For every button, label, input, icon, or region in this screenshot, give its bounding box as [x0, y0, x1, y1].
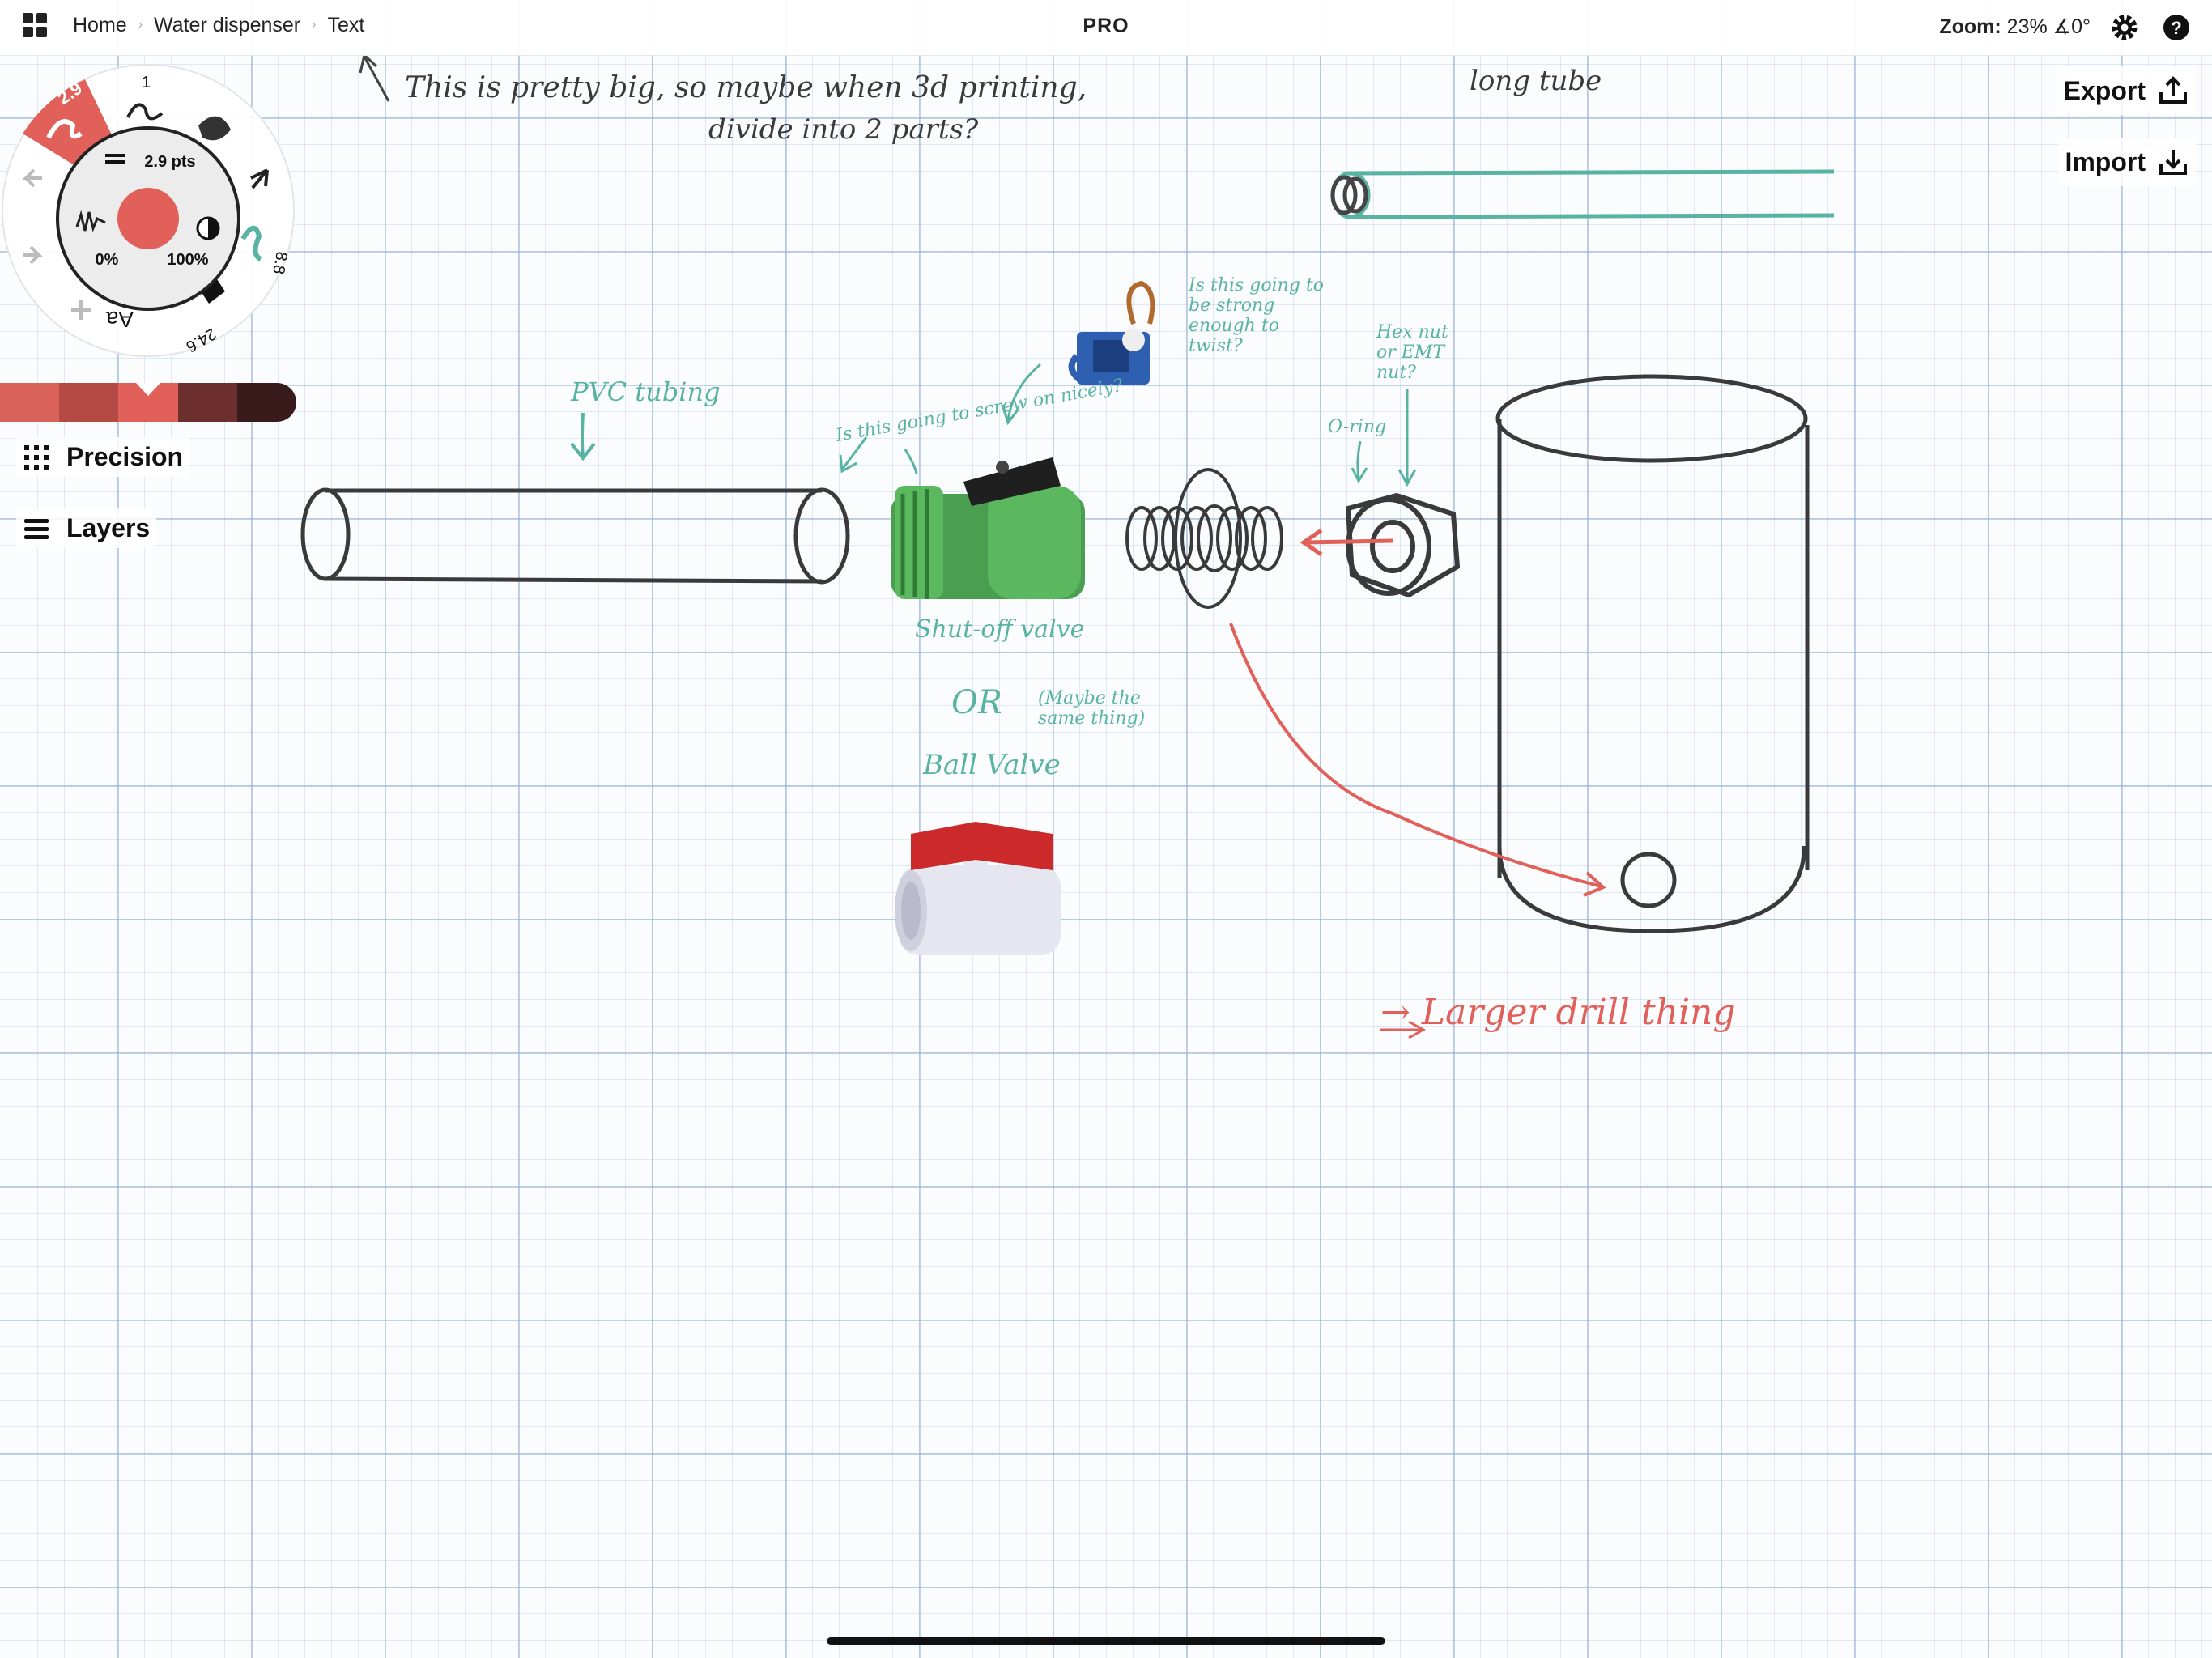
svg-text:?: ? — [2171, 18, 2181, 38]
long-tube-sketch — [1330, 169, 1835, 219]
tool-wheel[interactable]: 2.9 1 8.8 24.6 Aa 2.9 pts 0% 100% — [0, 57, 308, 389]
selected-swatch-indicator-icon — [136, 383, 161, 396]
hex-nut-arrow — [1300, 528, 1393, 557]
note-long-tube: long tube — [1470, 65, 1602, 97]
settings-gear-icon[interactable] — [2108, 11, 2141, 44]
precision-button[interactable]: Precision — [16, 437, 190, 477]
undo-icon[interactable] — [22, 168, 42, 188]
hex-nut-sketch — [1345, 492, 1461, 598]
import-icon — [2159, 150, 2187, 175]
layers-button[interactable]: Layers — [16, 508, 157, 548]
threaded-coupling-sketch — [1125, 468, 1283, 609]
home-indicator[interactable] — [827, 1637, 1385, 1645]
chevron-right-icon: › — [312, 18, 317, 32]
color-picker[interactable] — [117, 188, 179, 249]
note-shutoff: Shut-off valve — [915, 615, 1085, 644]
top-bar: Home › Water dispenser › Text PRO Zoom: … — [0, 0, 2212, 56]
drill-note-arrow — [1380, 1020, 1427, 1039]
swatch-1[interactable] — [59, 383, 119, 422]
import-button[interactable]: Import — [2058, 138, 2196, 186]
teal-brush-size: 8.8 — [269, 250, 290, 275]
pro-badge: PRO — [1083, 15, 1129, 37]
water-container-sketch — [1495, 374, 1810, 933]
color-palette — [0, 383, 296, 422]
breadcrumb: Home › Water dispenser › Text — [23, 13, 364, 37]
layers-icon — [24, 518, 49, 539]
top-arrow — [359, 53, 390, 102]
export-label: Export — [2063, 75, 2146, 105]
import-label: Import — [2065, 147, 2146, 176]
breadcrumb-home[interactable]: Home — [73, 13, 127, 36]
add-tool-icon[interactable] — [71, 300, 91, 320]
smoothing-icon[interactable] — [75, 210, 106, 232]
breadcrumb-layer[interactable]: Text — [327, 13, 365, 36]
servo-pointer — [1001, 363, 1041, 426]
breadcrumb-document[interactable]: Water dispenser — [154, 13, 301, 36]
chevron-right-icon: › — [138, 18, 143, 32]
teal-brush-icon[interactable] — [240, 225, 262, 261]
pvc-tube-sketch — [300, 487, 850, 585]
swatch-3[interactable] — [177, 383, 237, 422]
note-pvc: PVC tubing — [571, 376, 721, 407]
size-display: 2.9 pts — [144, 153, 195, 171]
export-icon — [2159, 76, 2187, 104]
note-big-print: This is pretty big, so maybe when 3d pri… — [405, 71, 1087, 104]
export-button[interactable]: Export — [2057, 66, 2196, 115]
rotation-value: ∡0° — [2052, 15, 2091, 38]
marker-tool-icon[interactable] — [198, 116, 231, 141]
note-or: OR — [951, 684, 1002, 721]
apps-grid-icon[interactable] — [23, 13, 47, 37]
zoom-label: Zoom: — [1939, 15, 2001, 38]
precision-label: Precision — [66, 442, 184, 471]
text-tool-label[interactable]: Aa — [105, 307, 134, 332]
eraser-tool-icon[interactable] — [201, 279, 225, 304]
zoom-value: 23% — [2006, 15, 2048, 38]
pvc-arrow — [570, 412, 596, 461]
note-ball-valve: Ball Valve — [923, 749, 1061, 781]
note-drill: → Larger drill thing — [1380, 992, 1736, 1033]
drill-arrow — [1229, 623, 1606, 897]
layers-label: Layers — [66, 513, 151, 542]
note-same-thing: (Maybe the same thing) — [1038, 688, 1146, 729]
swatch-2[interactable] — [118, 383, 178, 422]
opacity-low-label: 0% — [96, 251, 119, 269]
shutoff-valve-image — [891, 457, 1085, 599]
note-hex-question: Hex nut or EMT nut? — [1376, 322, 1448, 383]
oring-pointer — [1351, 440, 1368, 484]
help-icon[interactable]: ? — [2160, 11, 2193, 44]
note-divide: divide into 2 parts? — [708, 113, 979, 146]
pencil-tool-icon[interactable] — [126, 103, 164, 121]
swatch-0[interactable] — [0, 383, 60, 422]
note-oring: O-ring — [1328, 417, 1387, 437]
precision-grid-icon — [24, 444, 49, 470]
ball-valve-image — [895, 822, 1061, 955]
select-tool-icon[interactable] — [250, 168, 269, 189]
pencil-size-label: 1 — [142, 74, 151, 91]
servo-motor-image — [1068, 280, 1155, 385]
redo-icon[interactable] — [23, 245, 43, 265]
note-servo-question: Is this going to be strong enough to twi… — [1189, 275, 1324, 356]
hex-nut-pointer — [1397, 389, 1417, 487]
screw-note-pointer — [839, 436, 918, 474]
swatch-4[interactable] — [236, 383, 296, 422]
zoom-indicator[interactable]: Zoom: 23% ∡0° — [1939, 15, 2091, 39]
opacity-high-label: 100% — [167, 251, 208, 269]
